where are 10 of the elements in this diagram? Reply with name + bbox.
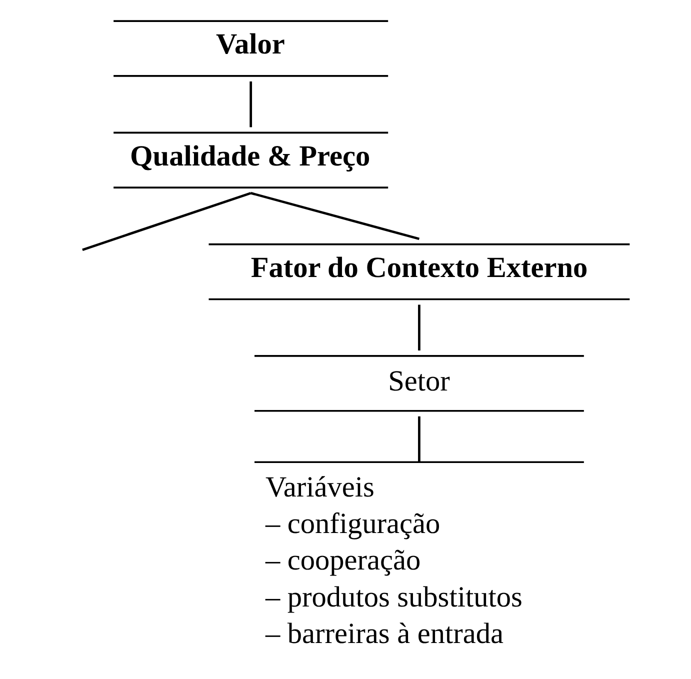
connector	[82, 192, 251, 251]
connector	[250, 192, 420, 240]
node-text: Setor	[388, 365, 450, 398]
connector	[418, 304, 420, 350]
connector	[418, 416, 420, 462]
node-text: Qualidade & Preço	[130, 140, 370, 172]
connector	[249, 81, 252, 128]
node-text: Fator do Contexto Externo	[250, 252, 588, 284]
node-text: Variáveis – configuração – cooperação – produtos substitutos – barreiras à entrada	[264, 472, 522, 650]
node-text: Valor	[216, 28, 284, 61]
